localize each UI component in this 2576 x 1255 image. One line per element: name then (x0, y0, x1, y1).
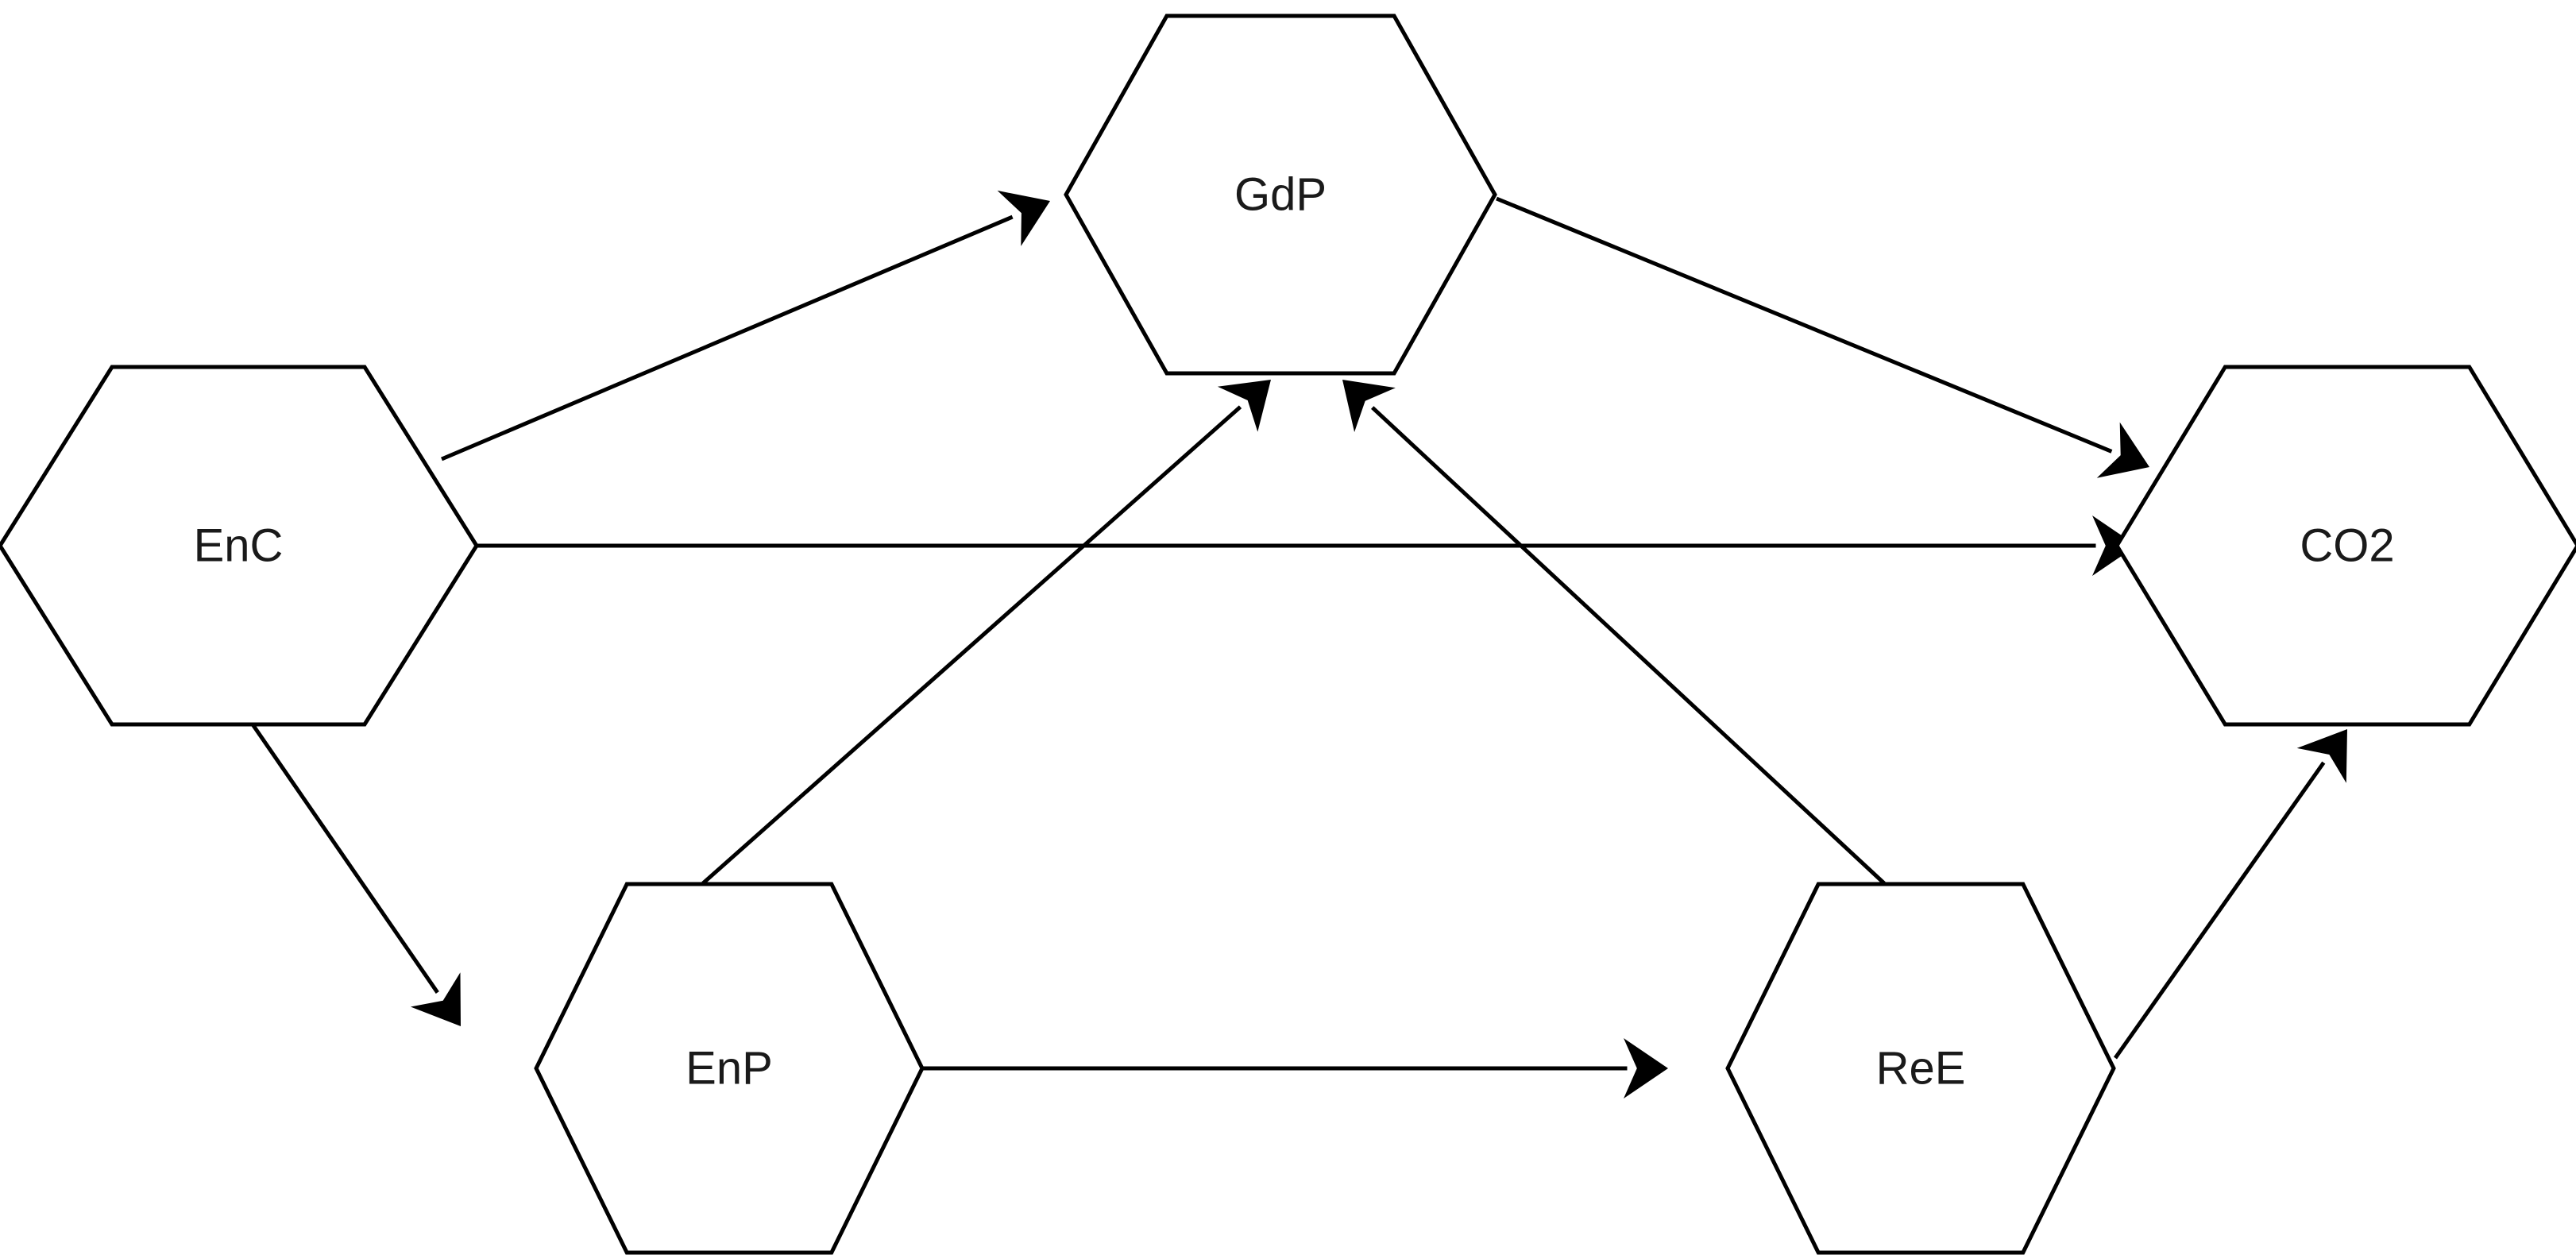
edge-line-enc-gdp (441, 214, 1014, 461)
node-label-ree: ReE (1876, 1043, 1966, 1095)
edge-enp-gdp (701, 380, 1271, 885)
hexagon-shape-enc[interactable] (0, 365, 479, 727)
node-label-enc: EnC (194, 520, 284, 572)
edge-line-ree-gdp (1370, 406, 1886, 885)
hexagon-shape-ree[interactable] (1725, 882, 2116, 1255)
arrowhead-enc-enp (410, 972, 461, 1026)
node-enc[interactable]: EnC (0, 365, 479, 727)
edge-ree-gdp (1342, 380, 1886, 885)
edge-enc-gdp (441, 190, 1050, 461)
node-enp[interactable]: EnP (534, 882, 925, 1255)
edge-enc-enp (250, 723, 461, 1026)
arrowhead-enp-gdp (1217, 380, 1271, 432)
node-label-gdp: GdP (1234, 169, 1327, 221)
arrowhead-ree-co2 (2296, 729, 2347, 783)
arrowhead-ree-gdp (1342, 380, 1396, 432)
hexagon-shape-co2[interactable] (2114, 365, 2576, 727)
arrowhead-enp-ree (1624, 1038, 1668, 1099)
edge-line-enp-gdp (701, 405, 1242, 885)
arrowhead-enc-gdp (997, 190, 1050, 246)
node-gdp[interactable]: GdP (1064, 14, 1497, 376)
node-label-co2: CO2 (2300, 520, 2394, 572)
edge-ree-co2 (2113, 729, 2347, 1060)
edge-enc-co2 (477, 516, 2137, 576)
edge-line-enc-enp (250, 723, 439, 994)
arrowhead-enc-co2 (2092, 516, 2137, 576)
edge-line-ree-co2 (2113, 761, 2326, 1060)
hexagon-shape-enp[interactable] (534, 882, 925, 1255)
hexagon-shape-gdp[interactable] (1064, 14, 1497, 376)
node-label-enp: EnP (686, 1043, 773, 1095)
edges-layer (250, 190, 2347, 1099)
node-co2[interactable]: CO2 (2114, 365, 2576, 727)
edge-gdp-co2 (1496, 196, 2149, 478)
arrowhead-gdp-co2 (2096, 422, 2149, 478)
node-ree[interactable]: ReE (1725, 882, 2116, 1255)
edge-line-gdp-co2 (1496, 196, 2113, 454)
edge-enp-ree (923, 1038, 1668, 1099)
